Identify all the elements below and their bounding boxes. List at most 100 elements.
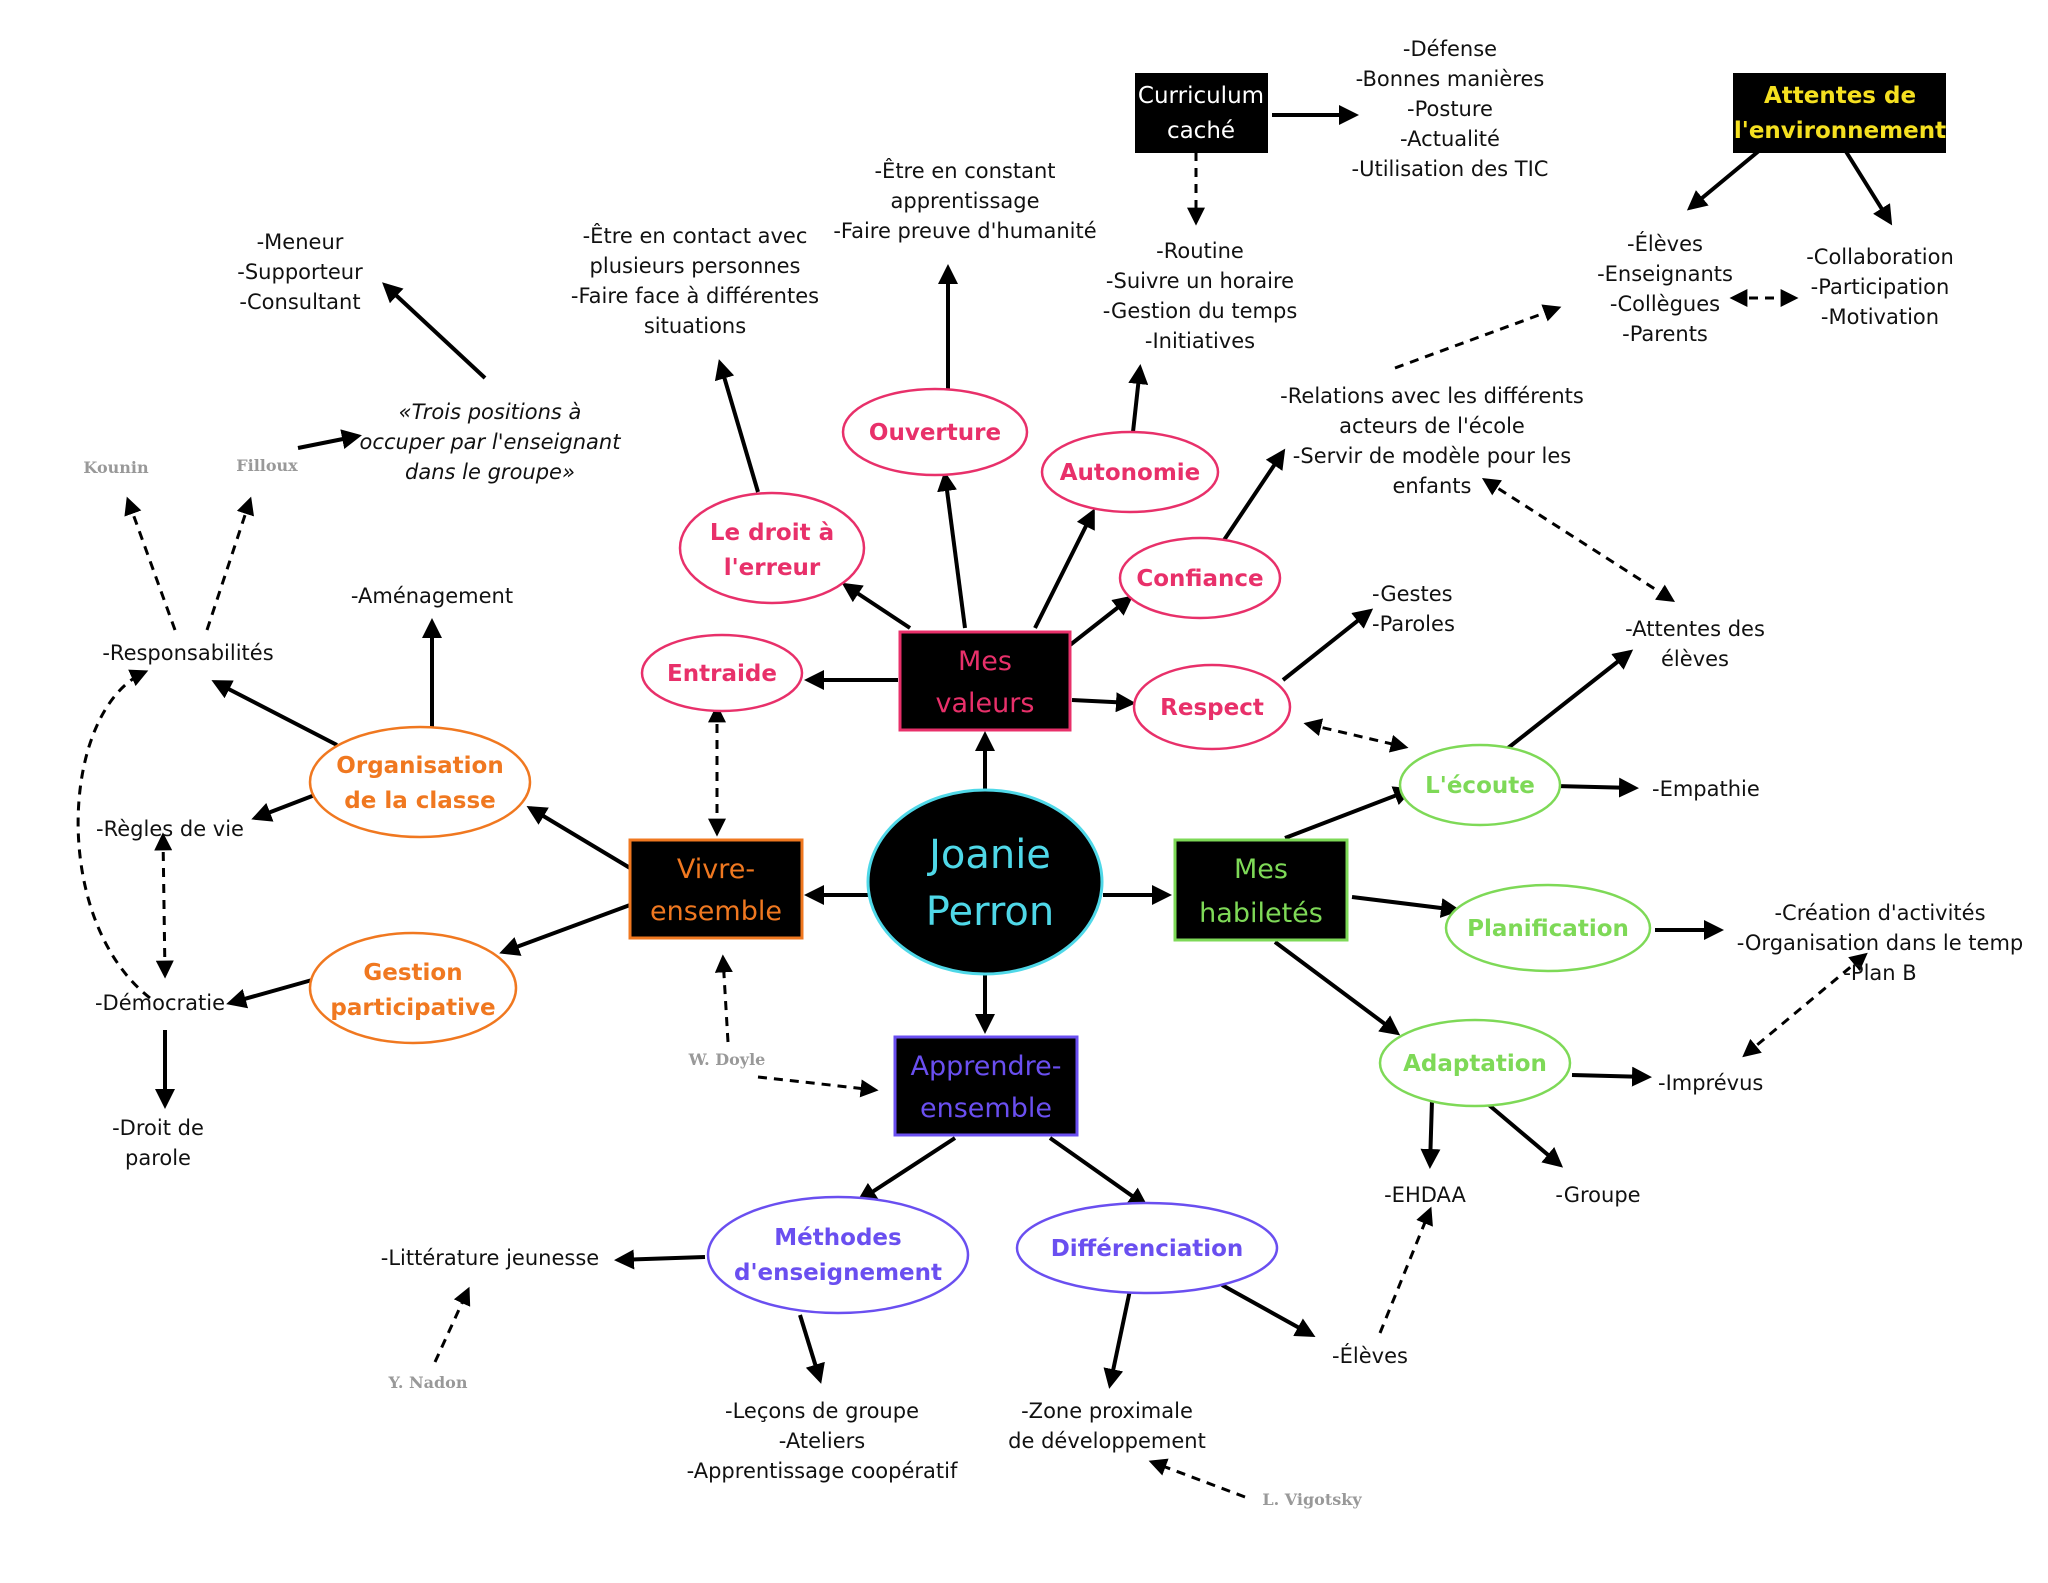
leaf-text: de développement (1008, 1429, 1206, 1453)
cloud-confiance-label: Confiance (1136, 566, 1263, 592)
cloud-droit-line-1: Le droit à (710, 520, 834, 546)
leaf-text: -Gestion du temps (1103, 299, 1298, 323)
leaf-contact: -Être en contact avec plusieurs personne… (571, 223, 819, 338)
box-vivre-ensemble: Vivre- ensemble (628, 838, 804, 940)
cloud-planification-label: Planification (1467, 916, 1629, 942)
box-apprendre-ensemble: Apprendre- ensemble (893, 1035, 1079, 1137)
leaf-text: dans le groupe» (405, 460, 575, 484)
solid-connectors (155, 105, 1893, 1389)
leaf-droit-parole: -Droit de parole (112, 1116, 204, 1170)
leaf-text: -Attentes des (1625, 617, 1765, 641)
cloud-organisation-line-1: Organisation (336, 753, 503, 779)
leaf-text: -Apprentissage coopératif (687, 1459, 958, 1483)
leaf-text: -Collaboration (1806, 245, 1954, 269)
leaf-lecons: -Leçons de groupe -Ateliers -Apprentissa… (687, 1399, 958, 1483)
cloud-ouverture: Ouverture (841, 387, 1029, 477)
leaf-creation: -Création d'activités -Organisation dans… (1737, 901, 2024, 985)
leaf-text: -Faire face à différentes (571, 284, 819, 308)
leaf-text: -Paroles (1372, 612, 1455, 636)
leaf-text: enfants (1393, 474, 1472, 498)
leaf-attentes-eleves: -Attentes des élèves (1625, 617, 1765, 671)
cloud-entraide: Entraide (640, 633, 804, 713)
leaf-regles-de-vie: -Règles de vie (96, 817, 244, 841)
cloud-differenciation-label: Différenciation (1051, 1236, 1244, 1262)
leaf-text: apprentissage (891, 189, 1040, 213)
leaf-ehdaa: -EHDAA (1384, 1183, 1466, 1207)
cloud-ouverture-label: Ouverture (869, 420, 1001, 446)
box-vivre-line-2: ensemble (650, 896, 782, 927)
cloud-ecoute: L'écoute (1398, 743, 1562, 827)
cloud-autonomie-label: Autonomie (1060, 460, 1201, 486)
leaf-text: -Utilisation des TIC (1352, 157, 1549, 181)
leaf-text: -Faire preuve d'humanité (833, 219, 1096, 243)
leaf-litterature: -Littérature jeunesse (381, 1246, 599, 1270)
cloud-gestion-participative: Gestion participative (308, 931, 518, 1045)
cloud-gestion-line-2: participative (330, 995, 495, 1021)
cloud-planification: Planification (1444, 883, 1652, 973)
leaf-text: -Meneur (257, 230, 344, 254)
leaf-groupe: -Groupe (1555, 1183, 1640, 1207)
leaf-text: -Routine (1156, 239, 1244, 263)
box-curriculum-line-2: caché (1167, 118, 1235, 144)
leaf-text: -Enseignants (1597, 262, 1733, 286)
cloud-confiance: Confiance (1118, 536, 1282, 620)
box-habiletes-line-2: habiletés (1199, 898, 1323, 929)
leaf-amenagement: -Aménagement (351, 584, 513, 608)
leaf-apprentissage: -Être en constant apprentissage -Faire p… (833, 158, 1096, 243)
leaf-text: -Consultant (239, 290, 360, 314)
leaf-text: -Être en constant (874, 158, 1055, 183)
cloud-organisation-line-2: de la classe (344, 788, 496, 814)
box-curriculum-line-1: Curriculum (1138, 83, 1264, 109)
cloud-adaptation: Adaptation (1378, 1018, 1572, 1108)
cloud-droit-line-2: l'erreur (724, 555, 821, 581)
leaf-text: -Élèves (1627, 231, 1703, 256)
box-mes-habiletes: Mes habiletés (1173, 838, 1349, 942)
box-apprendre-line-1: Apprendre- (911, 1051, 1062, 1082)
cloud-organisation-classe: Organisation de la classe (308, 725, 532, 839)
leaf-positions: -Meneur -Supporteur -Consultant (237, 230, 363, 314)
leaf-text: -Actualité (1400, 127, 1500, 151)
box-habiletes-line-1: Mes (1234, 854, 1288, 885)
box-mes-valeurs: Mes valeurs (898, 630, 1072, 732)
cloud-gestion-line-1: Gestion (363, 960, 462, 986)
box-attentes-environnement: Attentes de l'environnement (1733, 73, 1946, 153)
leaf-routine: -Routine -Suivre un horaire -Gestion du … (1103, 239, 1298, 353)
leaf-imprevus: -Imprévus (1658, 1071, 1763, 1095)
author-vigotsky: L. Vigotsky (1262, 1490, 1362, 1509)
leaf-empathie: -Empathie (1652, 777, 1760, 801)
box-attentes-line-1: Attentes de (1764, 83, 1916, 109)
leaf-text: -Relations avec les différents (1280, 384, 1584, 408)
center-node: Joanie Perron (866, 788, 1104, 976)
author-filloux: Filloux (236, 456, 298, 475)
cloud-ecoute-label: L'écoute (1425, 773, 1535, 799)
leaf-text: -Défense (1403, 37, 1497, 61)
leaf-text: -Participation (1811, 275, 1950, 299)
leaf-text: -Droit de (112, 1116, 204, 1140)
author-kounin: Kounin (83, 458, 149, 477)
leaf-text: -Être en contact avec (583, 223, 808, 248)
leaf-trois-positions: «Trois positions à occuper par l'enseign… (360, 400, 622, 484)
leaf-acteurs: -Élèves -Enseignants -Collègues -Parents (1597, 231, 1733, 346)
leaf-text: occuper par l'enseignant (360, 430, 622, 454)
leaf-text: élèves (1661, 647, 1729, 671)
leaf-text: acteurs de l'école (1339, 414, 1525, 438)
leaf-zone-proximale: -Zone proximale de développement (1008, 1399, 1206, 1453)
cloud-autonomie: Autonomie (1040, 430, 1220, 514)
cloud-respect: Respect (1132, 663, 1292, 751)
box-valeurs-line-2: valeurs (936, 688, 1035, 719)
box-apprendre-line-2: ensemble (920, 1093, 1052, 1124)
leaf-text: -Plan B (1843, 961, 1916, 985)
leaf-text: -Zone proximale (1021, 1399, 1193, 1423)
cloud-respect-label: Respect (1160, 695, 1264, 721)
leaf-text: «Trois positions à (399, 400, 582, 424)
leaf-text: -Servir de modèle pour les (1293, 444, 1571, 468)
cloud-methodes-line-1: Méthodes (774, 1225, 901, 1251)
leaf-eleves-differenciation: -Élèves (1332, 1343, 1408, 1368)
leaf-text: -Collègues (1610, 292, 1720, 316)
leaf-curriculum-items: -Défense -Bonnes manières -Posture -Actu… (1352, 37, 1549, 181)
leaf-collaboration: -Collaboration -Participation -Motivatio… (1806, 245, 1954, 329)
dashed-connectors (76, 152, 1868, 1499)
author-nadon: Y. Nadon (388, 1373, 468, 1392)
leaf-text: -Supporteur (237, 260, 363, 284)
